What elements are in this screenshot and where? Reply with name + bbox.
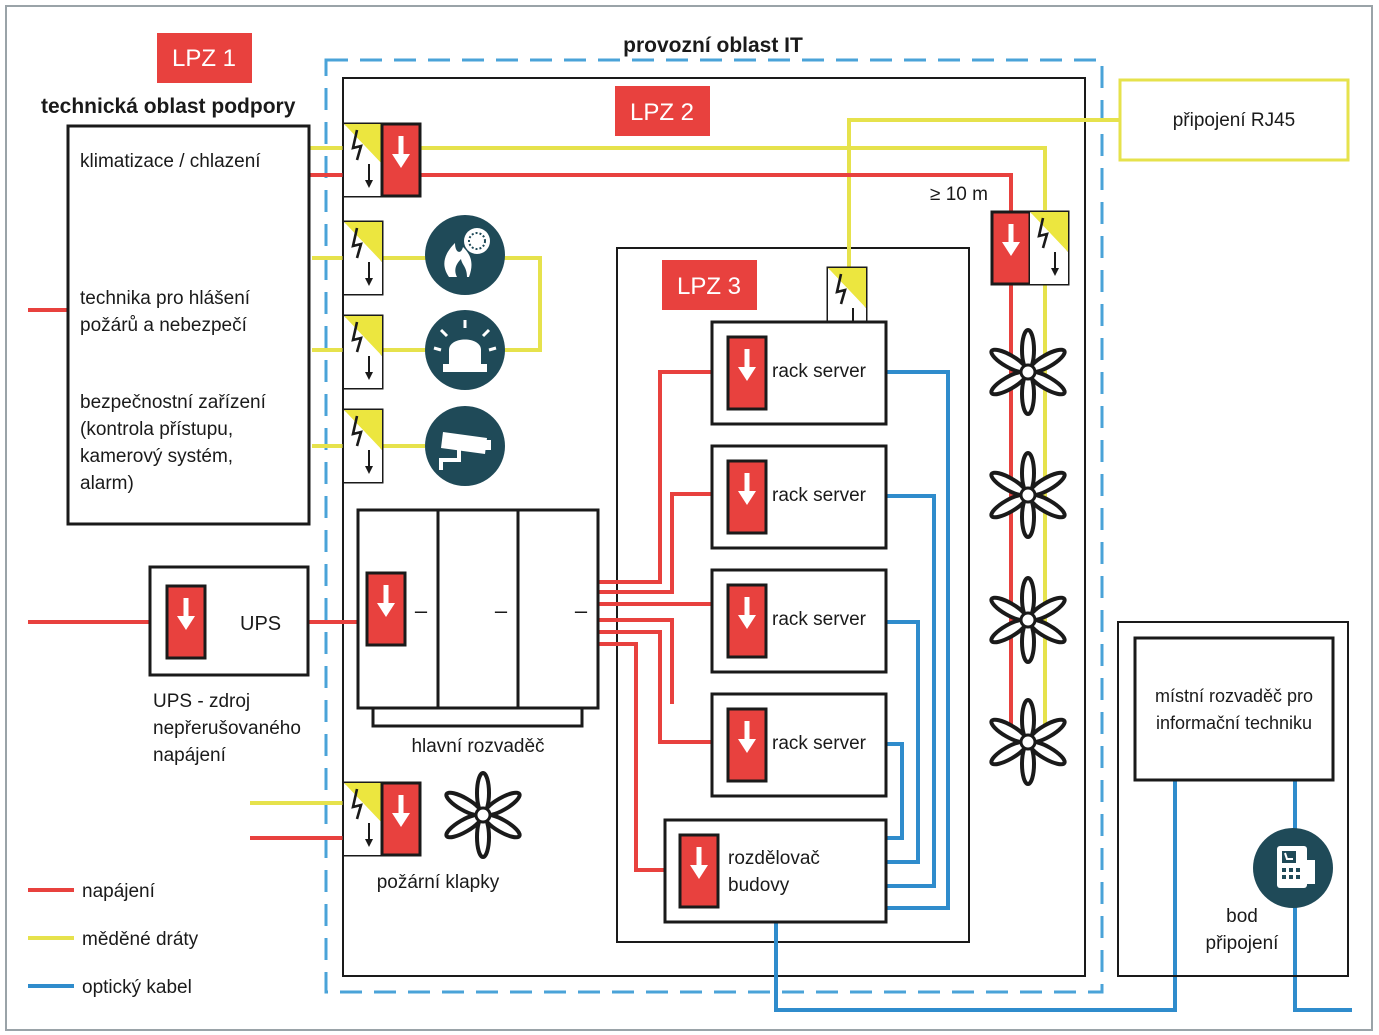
local-it-area-boundary (1117, 621, 1349, 977)
fire-surge-protector-icon (342, 220, 384, 296)
ups-caption-2: nepřerušovaného (153, 718, 301, 739)
ventilation-fan-icon-2 (986, 451, 1070, 539)
security-label-4: alarm) (80, 473, 134, 494)
fire-tech-label-2: požárů a nebezpečí (80, 315, 248, 336)
support-area-title: technická oblast podpory (41, 95, 296, 118)
lpz2-boundary (342, 77, 1086, 977)
security-label-1: bezpečnostní zařízení (80, 392, 267, 413)
ups-caption-3: napájení (153, 745, 227, 766)
it-area-boundary (324, 58, 1104, 994)
connection-point-label-2: připojení (1206, 933, 1280, 954)
lpz1-badge (157, 33, 252, 83)
building-distributor-label-2: budovy (728, 875, 790, 896)
building-distributor-label-1: rozdělovač (728, 848, 820, 869)
support-systems-box (66, 124, 311, 526)
security-label-2: (kontrola přístupu, (80, 419, 233, 440)
outer-frame (5, 5, 1373, 1031)
rack-server-4-power-protector-icon (728, 709, 766, 781)
building-distributor-power-protector-icon (680, 835, 718, 907)
legend-fiber-label: optický kabel (82, 977, 192, 998)
lpz3-badge (662, 260, 757, 310)
ventilation-fan-icon-1 (986, 328, 1070, 416)
phone-icon (1253, 828, 1333, 908)
ups-power-protector-icon (167, 586, 205, 658)
legend-copper-label: měděné dráty (82, 929, 199, 950)
rack-server-3-power-protector-icon (728, 585, 766, 657)
fire-detector-icon (425, 215, 505, 295)
lpz1-label: LPZ 1 (172, 45, 236, 72)
main-distribution-power-protector-icon (367, 573, 405, 645)
fire-tech-label-1: technika pro hlášení (80, 288, 251, 309)
security-camera-icon (425, 406, 505, 486)
fire-dampers-label: požární klapky (377, 872, 500, 893)
damper-surge-protector-icon (342, 781, 384, 857)
ventilation-surge-protector-icon (1028, 210, 1070, 286)
rack-server-2-label: rack server (772, 485, 867, 506)
rack-server-1-label: rack server (772, 361, 867, 382)
lpz2-label: LPZ 2 (630, 99, 694, 126)
legend: napájení měděné dráty optický kabel (28, 881, 199, 998)
damper-power-protector-icon (382, 783, 420, 855)
distance-label: ≥ 10 m (930, 184, 988, 205)
it-area-title: provozní oblast IT (623, 34, 803, 57)
ventilation-fan-icon-4 (986, 698, 1070, 786)
ventilation-fan-icon-3 (986, 576, 1070, 664)
security-label-3: kamerový systém, (80, 446, 233, 467)
lpz3-boundary (616, 247, 970, 943)
legend-power-label: napájení (82, 881, 156, 902)
alarm-beacon-icon (425, 310, 505, 390)
lpz3-label: LPZ 3 (677, 273, 741, 300)
rack-server-4: rack server (710, 692, 888, 798)
ups-label: UPS (240, 613, 281, 635)
hvac-power-protector-icon (382, 124, 420, 196)
rack-server-3: rack server (710, 568, 888, 674)
fiber-wires (774, 370, 1352, 1012)
rack-server-4-label: rack server (772, 733, 867, 754)
rj45-box (1118, 78, 1350, 162)
rack-server-1: rack server (710, 320, 888, 426)
cabinet-dash-3: – (575, 598, 588, 623)
lpz2-badge (615, 86, 710, 136)
main-distribution-label: hlavní rozvaděč (411, 736, 544, 757)
connection-point-label-1: bod (1226, 906, 1258, 927)
rack-server-2-power-protector-icon (728, 461, 766, 533)
local-distributor-label-2: informační techniku (1156, 713, 1312, 733)
ventilation-power-protector-icon (992, 212, 1030, 284)
rack-server-3-label: rack server (772, 609, 867, 630)
local-distributor-box (1133, 636, 1335, 782)
ups-caption-1: UPS - zdroj (153, 691, 250, 712)
fire-damper-fan-icon (441, 771, 525, 859)
hvac-label: klimatizace / chlazení (80, 151, 261, 172)
local-distributor-label-1: místní rozvaděč pro (1155, 686, 1313, 706)
cabinet-dash-2: – (495, 598, 508, 623)
rack-server-2: rack server (710, 444, 888, 550)
building-distributor: rozdělovač budovy (663, 818, 888, 924)
rack-server-1-power-protector-icon (728, 337, 766, 409)
rj45-label: připojení RJ45 (1173, 110, 1296, 131)
hvac-surge-protector-icon (342, 122, 384, 198)
alarm-surge-protector-icon (342, 314, 384, 390)
cabinet-dash-1: – (415, 598, 428, 623)
camera-surge-protector-icon (342, 408, 384, 484)
